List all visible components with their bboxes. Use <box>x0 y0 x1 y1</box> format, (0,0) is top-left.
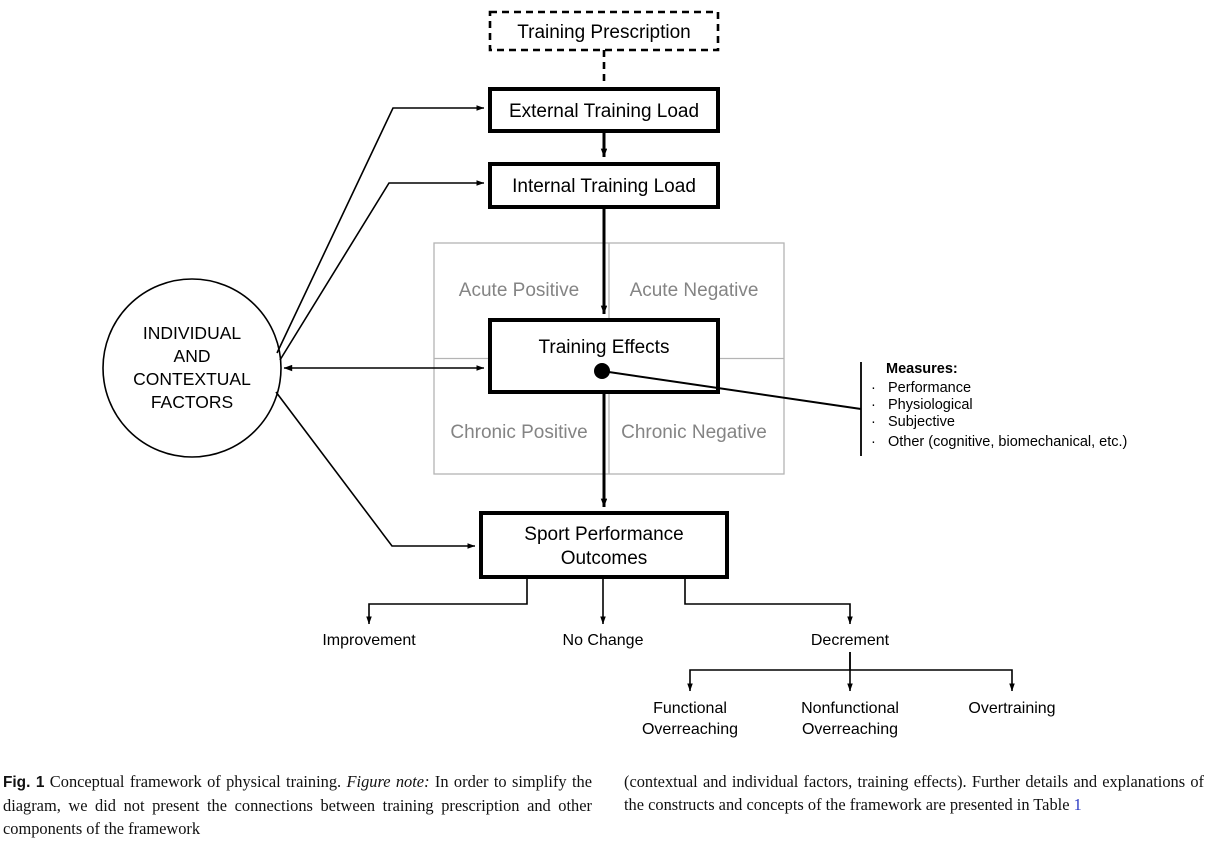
conceptual-framework-diagram: Acute Positive Acute Negative Chronic Po… <box>102 10 1127 738</box>
outcome-branch-connectors <box>366 577 853 625</box>
decrement-child-label-2-line1: Overtraining <box>968 700 1055 717</box>
caption-left-text-1: Conceptual framework of physical trainin… <box>44 772 347 791</box>
node-label-outcomes-line1: Sport Performance <box>524 524 683 545</box>
measures-bullet-3: · <box>871 434 876 450</box>
caption-table-link[interactable]: 1 <box>1073 795 1082 815</box>
measures-list: Measures: · Performance · Physiological … <box>871 361 1127 450</box>
quadrant-label-acute-positive: Acute Positive <box>459 280 579 301</box>
node-label-training-effects: Training Effects <box>539 337 670 358</box>
node-training-effects[interactable]: Training Effects <box>488 318 720 394</box>
measures-leader-line <box>601 370 862 410</box>
measures-bullet-2: · <box>871 414 876 430</box>
connector-factors-to-external-load <box>276 105 485 354</box>
diagram-canvas: Acute Positive Acute Negative Chronic Po… <box>102 10 1127 738</box>
outcome-label-no-change: No Change <box>563 632 644 649</box>
quadrant-label-chronic-positive: Chronic Positive <box>450 422 587 443</box>
node-label-internal-training-load: Internal Training Load <box>512 176 696 197</box>
node-internal-training-load[interactable]: Internal Training Load <box>488 162 720 209</box>
measures-item-2: Subjective <box>888 414 955 430</box>
caption-column-left: Fig. 1 Conceptual framework of physical … <box>3 770 592 840</box>
node-training-prescription[interactable]: Training Prescription <box>488 10 720 52</box>
outcome-label-decrement: Decrement <box>811 632 890 649</box>
factor-connectors <box>275 105 485 549</box>
node-external-training-load[interactable]: External Training Load <box>488 87 720 133</box>
connector-decrement-to-overtraining <box>850 669 1015 692</box>
caption-left-text-2: In order to simplify the diagram, we did… <box>3 772 592 839</box>
caption-right-text: (contextual and individual factors, trai… <box>624 772 1204 815</box>
node-sport-performance-outcomes[interactable]: Sport Performance Outcomes <box>479 511 729 579</box>
figure-caption: Fig. 1 Conceptual framework of physical … <box>0 762 1207 855</box>
quadrant-label-acute-negative: Acute Negative <box>630 280 759 301</box>
node-label-outcomes-line2: Outcomes <box>561 548 648 569</box>
measures-item-0: Performance <box>888 380 971 396</box>
decrement-child-label-0-line1: Functional <box>653 700 727 717</box>
decrement-child-label-1-line2: Overreaching <box>802 721 898 738</box>
node-label-training-prescription: Training Prescription <box>517 22 691 43</box>
measures-leader <box>594 362 862 456</box>
connector-factors-to-internal-load <box>279 180 485 361</box>
circle-label-line2: AND <box>174 346 211 366</box>
measures-bullet-0: · <box>871 380 876 396</box>
decrement-child-label-1-line1: Nonfunctional <box>801 700 899 717</box>
circle-label-line1: INDIVIDUAL <box>143 323 241 343</box>
caption-column-right: (contextual and individual factors, trai… <box>624 770 1204 817</box>
connector-outcomes-to-improvement <box>366 577 528 625</box>
caption-figure-note-italic: Figure note: <box>346 772 430 791</box>
connector-outcomes-to-decrement <box>684 577 853 625</box>
outcome-label-improvement: Improvement <box>322 632 416 649</box>
measures-title: Measures: <box>886 361 958 377</box>
measures-item-3: Other (cognitive, biomechanical, etc.) <box>888 434 1127 450</box>
caption-figure-label: Fig. 1 <box>3 774 45 791</box>
node-label-external-training-load: External Training Load <box>509 101 699 122</box>
circle-label-line4: FACTORS <box>151 392 233 412</box>
individual-contextual-factors-circle: INDIVIDUAL AND CONTEXTUAL FACTORS <box>102 278 282 458</box>
measures-item-1: Physiological <box>888 397 973 413</box>
decrement-branch-connectors <box>687 652 1015 692</box>
connector-decrement-to-functional-overreaching <box>687 652 851 692</box>
measures-bullet-1: · <box>871 397 876 413</box>
measures-anchor-dot <box>594 363 610 379</box>
decrement-child-label-0-line2: Overreaching <box>642 721 738 738</box>
quadrant-label-chronic-negative: Chronic Negative <box>621 422 767 443</box>
connector-factors-to-outcomes <box>275 391 476 549</box>
circle-label-line3: CONTEXTUAL <box>133 369 251 389</box>
